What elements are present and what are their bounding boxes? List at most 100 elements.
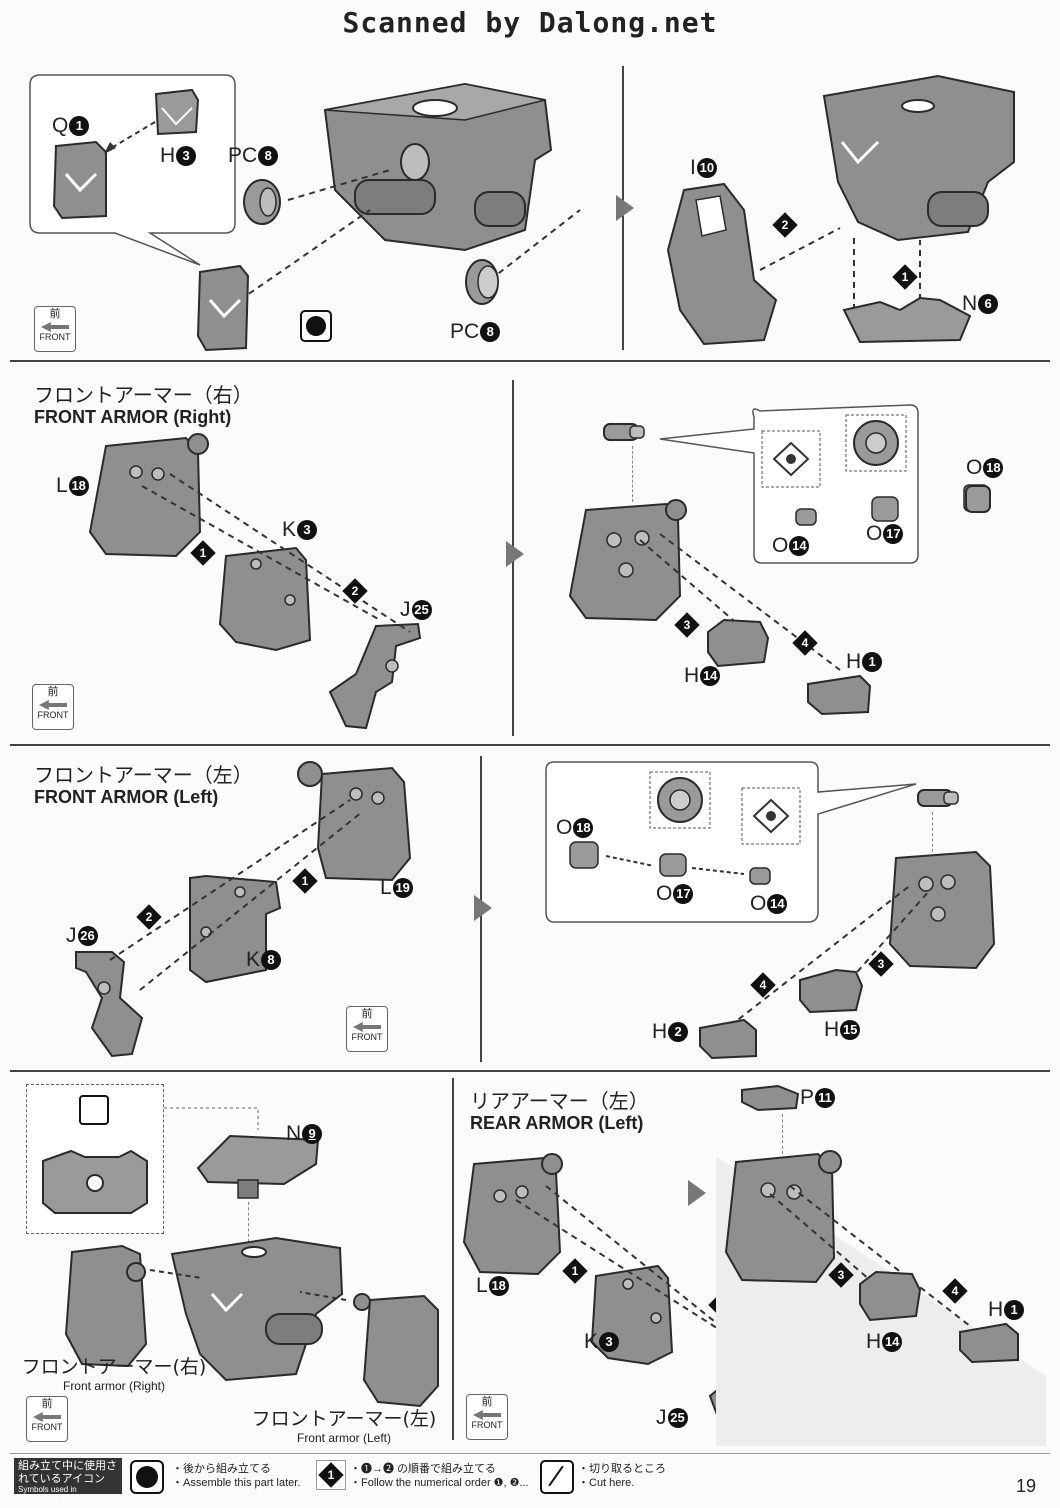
part-j25-right bbox=[328, 622, 422, 730]
legend-title: 組み立て中に使用されているアイコン Symbols used in instru… bbox=[14, 1458, 122, 1503]
guide-p11-down bbox=[782, 1114, 784, 1154]
part-l18-rear bbox=[462, 1153, 563, 1276]
legend-order: ・❶→❷ の順番で組み立てる・Follow the numerical orde… bbox=[350, 1463, 529, 1489]
scan-watermark: Scanned by Dalong.net bbox=[342, 6, 718, 39]
part-armor-left-attached bbox=[353, 1293, 439, 1408]
part-pc8-cap bbox=[243, 179, 281, 225]
part-h1-rear bbox=[959, 1322, 1019, 1364]
arrows-s3-left bbox=[109, 799, 363, 991]
arrows-s1-left bbox=[239, 169, 581, 301]
detail-callout-left bbox=[545, 761, 917, 923]
part-waist-block bbox=[323, 82, 553, 252]
divider-row1 bbox=[10, 360, 1050, 362]
symbols-legend: 組み立て中に使用されているアイコン Symbols used in instru… bbox=[10, 1453, 1050, 1503]
cut-detail-box bbox=[26, 1084, 164, 1234]
part-p11 bbox=[741, 1084, 800, 1112]
step-badge-1: 1 bbox=[292, 868, 318, 894]
part-h3 bbox=[154, 88, 200, 136]
cut-here-icon bbox=[540, 1460, 574, 1494]
guide-n9-down bbox=[248, 1202, 250, 1242]
guide-peg-left bbox=[932, 812, 934, 852]
step-badge-2: 2 bbox=[342, 578, 368, 604]
part-waist-block-assembled bbox=[822, 74, 1015, 242]
part-q1 bbox=[52, 140, 107, 220]
part-l18-right bbox=[88, 433, 209, 558]
divider-row2 bbox=[10, 744, 1050, 746]
page-number: 19 bbox=[1015, 1476, 1036, 1496]
step-badge-4: 4 bbox=[942, 1278, 968, 1304]
part-l19-left bbox=[297, 761, 412, 882]
step-badge-1: 1 bbox=[562, 1258, 588, 1284]
part-k8-left bbox=[189, 874, 282, 984]
part-h14-rear bbox=[859, 1270, 922, 1322]
step-badge-2: 2 bbox=[136, 904, 162, 930]
part-h14-right bbox=[707, 618, 770, 668]
legend-cut: ・切り取るところ・Cut here. bbox=[578, 1463, 666, 1489]
part-waist-final bbox=[170, 1236, 344, 1382]
part-h15-left bbox=[799, 968, 864, 1014]
caption-front-armor-right: フロントアーマー(右) Front armor (Right) bbox=[21, 1356, 207, 1393]
step-order-icon: 1 bbox=[316, 1460, 346, 1490]
arrows-s5-right bbox=[769, 1185, 971, 1327]
divider-s4 bbox=[452, 1078, 454, 1440]
arrows-s5-left bbox=[515, 1185, 751, 1351]
cut-here-icon bbox=[79, 1095, 109, 1125]
part-armor-assembled-left bbox=[888, 850, 996, 970]
arrows-s3-right bbox=[729, 883, 931, 1027]
arrow-h3-to-q1 bbox=[104, 121, 156, 154]
part-armor-right-attached bbox=[64, 1244, 148, 1368]
section-title-rear-armor-left: リアアーマー（左） REAR ARMOR (Left) bbox=[470, 1089, 649, 1134]
step-badge-3: 3 bbox=[868, 951, 894, 977]
part-j26-left bbox=[75, 951, 144, 1058]
part-h1-right bbox=[807, 674, 872, 716]
caption-front-armor-left: フロントアーマー(左) Front armor (Left) bbox=[251, 1408, 437, 1445]
section-title-front-armor-right: フロントアーマー（右） FRONT ARMOR (Right) bbox=[34, 383, 253, 428]
part-pc8-ring bbox=[465, 259, 499, 305]
part-i10 bbox=[666, 182, 778, 346]
part-h2-left bbox=[699, 1018, 757, 1060]
guide-peg-right bbox=[632, 446, 634, 502]
step-badge-3: 3 bbox=[674, 612, 700, 638]
assemble-later-icon bbox=[130, 1460, 164, 1494]
part-k3-right bbox=[218, 546, 312, 652]
part-armor-assembled-right bbox=[568, 499, 687, 622]
section-title-front-armor-left: フロントアーマー（左） FRONT ARMOR (Left) bbox=[34, 763, 253, 808]
next-step-arrow bbox=[506, 541, 524, 567]
part-n6 bbox=[842, 296, 972, 344]
arrows-s2-left bbox=[141, 473, 411, 633]
divider-row3 bbox=[10, 1070, 1050, 1072]
part-front-armor-piece bbox=[196, 264, 250, 352]
assemble-later-icon bbox=[300, 310, 332, 342]
step-badge-1: 1 bbox=[892, 264, 918, 290]
part-peg-top-right bbox=[603, 423, 645, 441]
part-peg-top-left bbox=[917, 789, 959, 807]
step-badge-4: 4 bbox=[750, 972, 776, 998]
step-badge-4: 4 bbox=[792, 630, 818, 656]
